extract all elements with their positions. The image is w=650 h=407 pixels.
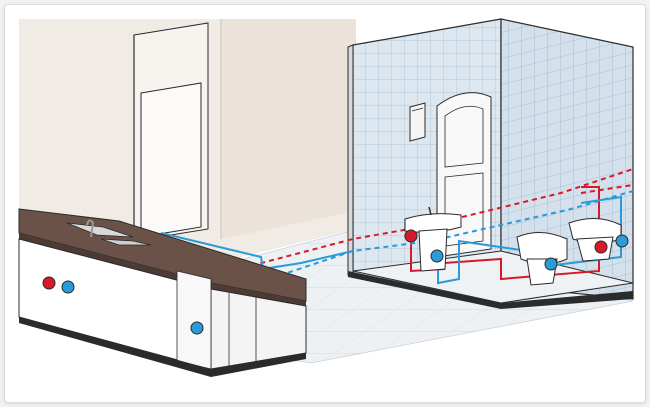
hot-valve-urinal xyxy=(594,240,608,254)
back-door xyxy=(133,22,209,242)
plumbing-installation-diagram xyxy=(18,18,634,377)
diagram-frame xyxy=(4,4,646,403)
hot-valve-kitchen xyxy=(42,276,56,290)
valve-markers xyxy=(42,229,629,335)
cold-valve-cabinet xyxy=(190,321,204,335)
cold-valve-basin xyxy=(430,249,444,263)
hot-valve-basin xyxy=(404,229,418,243)
cold-valve-toilet xyxy=(544,257,558,271)
cold-pipe-top-run xyxy=(160,232,354,271)
cold-valve-kitchen xyxy=(61,280,75,294)
paper-towel-dispenser-icon xyxy=(409,102,426,142)
cold-valve-urinal xyxy=(615,234,629,248)
kitchen-sink-icon xyxy=(66,219,152,246)
hot-pipe-bathroom xyxy=(410,239,600,281)
cold-pipe-urinal xyxy=(554,245,622,266)
